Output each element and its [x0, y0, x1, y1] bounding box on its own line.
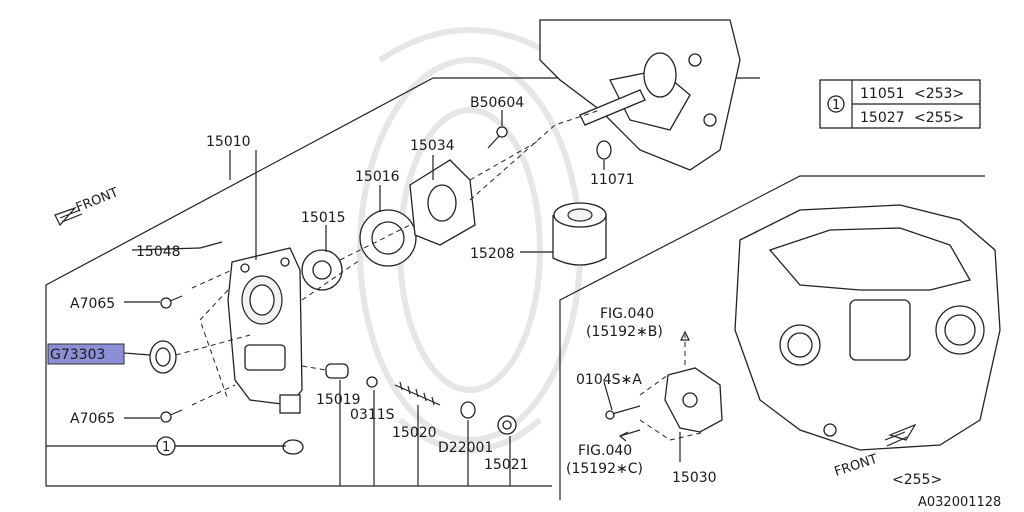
label-15034[interactable]: 15034 — [410, 138, 455, 154]
engine-frame — [559, 175, 985, 500]
dashed-guides — [175, 109, 706, 441]
oil-filter — [552, 202, 607, 266]
selected-part-highlight — [47, 343, 125, 365]
front-label-left: FRONT — [74, 185, 121, 216]
spring-15020 — [394, 381, 441, 406]
label-a7065-top[interactable]: A7065 — [70, 296, 115, 312]
bolt-a7065-top — [160, 295, 183, 309]
label-15010[interactable]: 15010 — [206, 134, 251, 150]
table-row-1-part[interactable]: 11051 — [860, 86, 905, 102]
part-15030-drawing — [605, 367, 723, 433]
label-15021[interactable]: 15021 — [484, 457, 529, 473]
arrow-up-icon — [680, 330, 690, 341]
oil-pump-inner-rotor — [301, 249, 343, 291]
table-row-2-part[interactable]: 15027 — [860, 110, 905, 126]
document-code: A032001128 — [918, 495, 1001, 510]
label-d22001[interactable]: D22001 — [438, 440, 493, 456]
label-0311s[interactable]: 0311S — [350, 407, 395, 423]
circle-ref-number: 1 — [162, 440, 170, 455]
pump-cover — [409, 159, 476, 246]
label-fig040-top-ref: (15192∗B) — [586, 324, 663, 340]
label-fig040-top[interactable]: FIG.040 — [600, 306, 654, 322]
label-g73303[interactable]: G73303 — [50, 347, 105, 363]
label-15030[interactable]: 15030 — [672, 470, 717, 486]
label-15016[interactable]: 15016 — [355, 169, 400, 185]
label-11071[interactable]: 11071 — [590, 172, 635, 188]
plug-ref1 — [282, 439, 304, 455]
arrow-left-icon — [618, 429, 641, 442]
table-row-1-code: <253> — [914, 86, 964, 102]
front-label-right: FRONT — [833, 452, 880, 480]
gasket-d22001 — [460, 401, 476, 419]
oil-seal-g73303 — [149, 340, 177, 374]
engine-block-drawing — [734, 204, 1001, 451]
table-marker: 1 — [832, 98, 840, 113]
engine-code-label: <255> — [892, 472, 942, 488]
front-arrow-left-icon — [54, 206, 83, 227]
label-15015[interactable]: 15015 — [301, 210, 346, 226]
label-15020[interactable]: 15020 — [392, 425, 437, 441]
circle-ref-marker[interactable]: 1 — [156, 436, 176, 456]
label-b50604[interactable]: B50604 — [470, 95, 524, 111]
label-fig040-bottom-ref: (15192∗C) — [566, 461, 643, 477]
table-row-2-code: <255> — [914, 110, 964, 126]
reference-table: 1 11051 <253> 15027 <255> — [819, 79, 981, 129]
label-fig040-bottom[interactable]: FIG.040 — [578, 443, 632, 459]
crankcase-drawing — [539, 19, 741, 171]
label-15208[interactable]: 15208 — [470, 246, 515, 262]
leader-lines — [123, 110, 681, 486]
label-a7065-bottom[interactable]: A7065 — [70, 411, 115, 427]
front-arrow-right-icon — [884, 423, 917, 447]
label-15019[interactable]: 15019 — [316, 392, 361, 408]
relief-valve-15019 — [325, 363, 349, 379]
oil-pump-outer-rotor — [359, 209, 417, 267]
label-0104s[interactable]: 0104S∗A — [576, 372, 642, 388]
plug-15021 — [497, 415, 517, 435]
pin-15048 — [199, 241, 223, 249]
label-15048[interactable]: 15048 — [136, 244, 181, 260]
bolt-a7065-bottom — [160, 409, 183, 423]
o-ring-11071 — [596, 140, 612, 160]
bolt-b50604 — [487, 126, 508, 149]
washer-0311s — [366, 376, 378, 388]
oil-pump-housing — [227, 247, 303, 414]
